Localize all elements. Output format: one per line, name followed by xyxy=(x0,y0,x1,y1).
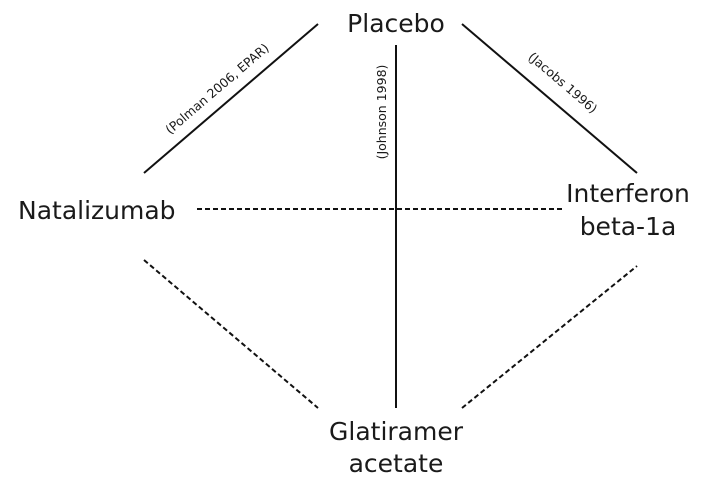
node-natalizumab: Natalizumab xyxy=(18,196,176,225)
node-glatiramer-line2: acetate xyxy=(349,449,444,478)
edge-interferon-glatiramer xyxy=(461,265,638,409)
node-glatiramer-line1: Glatiramer xyxy=(329,417,464,446)
node-interferon-line1: Interferon xyxy=(566,179,690,208)
edge-label-jacobs: (Jacobs 1996) xyxy=(525,49,600,116)
edge-natalizumab-glatiramer xyxy=(143,259,319,409)
edge-natalizumab-placebo xyxy=(143,23,319,174)
edge-label-polman: (Polman 2006, EPAR) xyxy=(162,40,271,137)
edge-placebo-interferon xyxy=(461,23,638,174)
node-interferon-line2: beta-1a xyxy=(580,212,677,241)
node-placebo: Placebo xyxy=(347,9,445,38)
edge-label-johnson: (Johnson 1998) xyxy=(374,65,389,160)
